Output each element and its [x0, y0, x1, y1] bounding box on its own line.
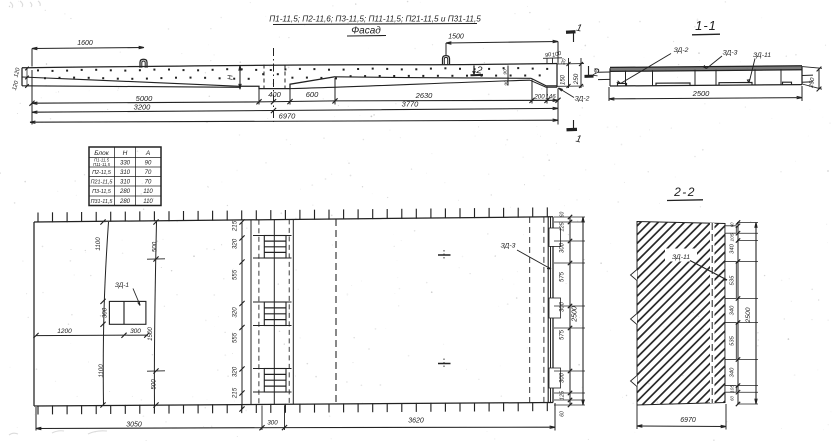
svg-text:П3-11,5: П3-11,5: [92, 189, 112, 195]
svg-text:600: 600: [306, 90, 319, 99]
svg-text:340: 340: [730, 367, 736, 377]
svg-text:300: 300: [130, 328, 141, 335]
svg-text:340: 340: [730, 305, 736, 315]
svg-text:Фасад: Фасад: [351, 26, 381, 37]
svg-text:А: А: [145, 150, 150, 157]
svg-text:535: 535: [730, 335, 736, 345]
svg-text:ЗД-2: ЗД-2: [674, 47, 689, 54]
svg-text:300: 300: [101, 307, 108, 318]
svg-text:105: 105: [730, 233, 736, 241]
svg-text:2500: 2500: [745, 307, 752, 323]
svg-text:500: 500: [152, 241, 159, 252]
svg-text:70: 70: [145, 170, 152, 176]
svg-text:П31-11,5: П31-11,5: [91, 199, 114, 205]
svg-text:1200: 1200: [57, 328, 72, 335]
svg-text:1100: 1100: [98, 364, 105, 378]
svg-text:90: 90: [145, 161, 152, 167]
svg-text:320: 320: [232, 238, 239, 249]
svg-text:1: 1: [575, 23, 583, 35]
svg-text:555: 555: [232, 269, 239, 280]
svg-text:90: 90: [545, 52, 553, 60]
svg-text:1600: 1600: [77, 40, 93, 47]
svg-text:Н: Н: [228, 74, 235, 80]
svg-text:1100: 1100: [95, 237, 102, 251]
svg-text:5000: 5000: [136, 94, 154, 103]
svg-text:П11-11,5: П11-11,5: [93, 162, 111, 167]
svg-text:300: 300: [267, 419, 278, 426]
svg-text:2: 2: [475, 65, 483, 77]
svg-text:3620: 3620: [408, 417, 424, 424]
svg-text:40: 40: [592, 67, 598, 74]
svg-text:ЗД-3: ЗД-3: [723, 50, 738, 57]
svg-text:Блок: Блок: [94, 150, 110, 157]
svg-text:150: 150: [561, 74, 567, 85]
svg-text:330: 330: [120, 161, 131, 167]
svg-text:1500: 1500: [448, 34, 464, 41]
svg-text:П2-11,5: П2-11,5: [92, 170, 112, 176]
svg-text:280: 280: [119, 199, 131, 205]
svg-text:2500: 2500: [572, 306, 579, 323]
svg-text:2500: 2500: [692, 89, 711, 98]
svg-text:2630: 2630: [415, 91, 434, 100]
svg-text:6970: 6970: [279, 111, 297, 120]
svg-text:3770: 3770: [402, 100, 420, 109]
svg-text:300: 300: [560, 242, 566, 253]
svg-text:300: 300: [560, 372, 566, 383]
svg-text:500: 500: [151, 379, 158, 390]
svg-text:Н: Н: [123, 150, 128, 157]
svg-text:60: 60: [560, 411, 566, 417]
svg-text:310: 310: [120, 170, 131, 176]
svg-text:1500: 1500: [147, 327, 154, 341]
svg-text:П1-11,5: П1-11,5: [94, 157, 110, 162]
svg-text:340: 340: [730, 243, 736, 253]
svg-text:ЗД-11: ЗД-11: [672, 254, 690, 261]
svg-text:110: 110: [143, 189, 153, 195]
svg-text:400: 400: [268, 90, 281, 99]
svg-text:215: 215: [232, 220, 239, 232]
svg-text:20: 20: [560, 58, 568, 66]
svg-text:60: 60: [730, 222, 735, 227]
svg-text:ЗД-2: ЗД-2: [575, 96, 590, 103]
svg-text:535: 535: [730, 275, 736, 285]
svg-text:1-1: 1-1: [695, 18, 717, 33]
svg-text:200: 200: [533, 94, 545, 101]
svg-text:3050: 3050: [126, 422, 142, 429]
svg-text:320: 320: [232, 307, 239, 318]
svg-text:105: 105: [730, 385, 736, 393]
svg-text:215: 215: [232, 387, 239, 399]
svg-text:280: 280: [119, 189, 131, 195]
svg-text:146: 146: [545, 93, 556, 100]
svg-text:90: 90: [503, 69, 509, 75]
svg-text:320: 320: [232, 366, 239, 377]
svg-text:1: 1: [575, 134, 583, 146]
svg-text:250: 250: [573, 73, 580, 85]
svg-text:110: 110: [143, 199, 153, 205]
svg-text:70: 70: [145, 180, 152, 186]
svg-text:575: 575: [560, 329, 566, 340]
svg-text:3200: 3200: [134, 103, 152, 112]
svg-text:90: 90: [504, 80, 510, 86]
svg-text:П1-11,5; П2-11,6; П3-11,5; П11: П1-11,5; П2-11,6; П3-11,5; П11-11,5; П21…: [269, 15, 481, 24]
svg-text:60: 60: [730, 396, 735, 401]
svg-text:120: 120: [13, 67, 21, 79]
svg-text:575: 575: [560, 271, 566, 282]
svg-text:125: 125: [560, 390, 566, 400]
svg-text:ЗД-11: ЗД-11: [753, 52, 771, 59]
svg-text:ЗД-3: ЗД-3: [501, 243, 516, 250]
svg-text:2-2: 2-2: [673, 185, 696, 199]
svg-text:310: 310: [120, 180, 131, 186]
svg-text:555: 555: [232, 332, 239, 343]
svg-text:П21-11,5: П21-11,5: [91, 180, 114, 186]
svg-text:6970: 6970: [680, 417, 696, 424]
svg-text:ЗД-1: ЗД-1: [115, 282, 130, 289]
svg-text:60: 60: [560, 212, 566, 218]
svg-text:300: 300: [560, 301, 566, 312]
svg-text:125: 125: [560, 221, 566, 231]
svg-text:2: 2: [591, 67, 600, 80]
svg-text:100: 100: [551, 51, 562, 59]
svg-text:120: 120: [12, 80, 20, 92]
svg-text:250: 250: [809, 77, 817, 90]
